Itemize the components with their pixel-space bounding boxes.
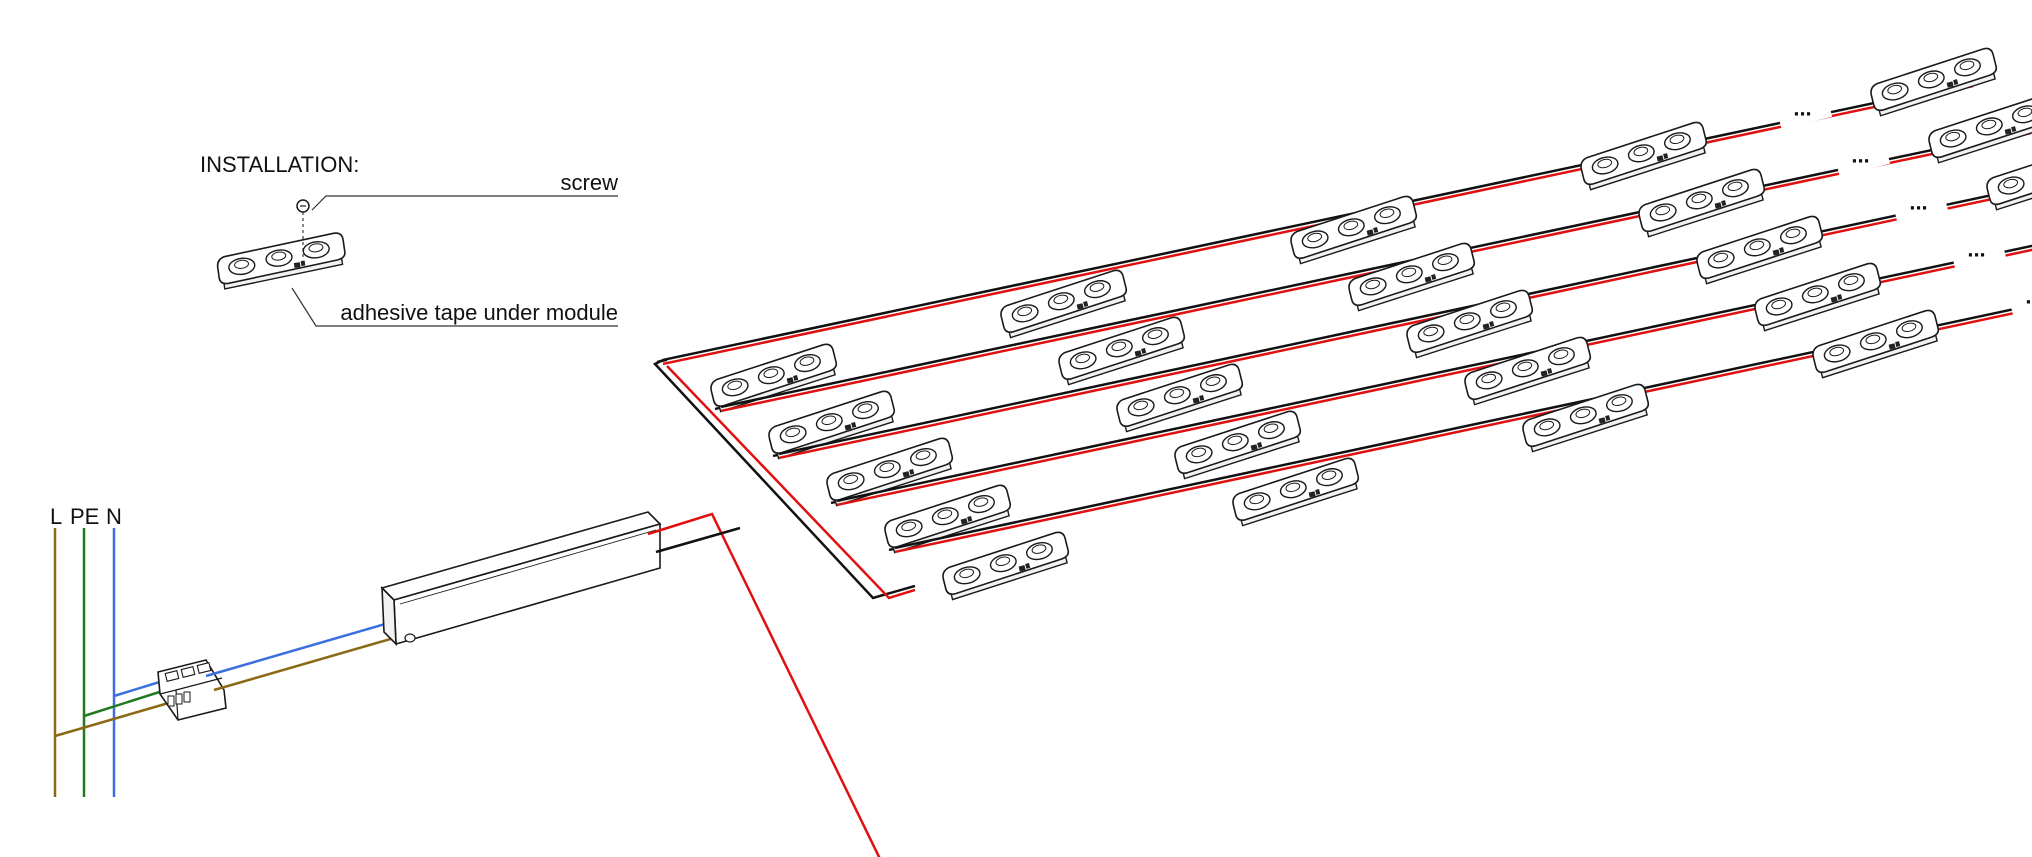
- cable-gap: [1775, 91, 1833, 130]
- tape-leader: adhesive tape under module: [291, 287, 618, 327]
- led-module: [1924, 93, 2032, 165]
- string-negative-wire: [720, 127, 2032, 409]
- adhesive-tape-label: adhesive tape under module: [340, 300, 618, 325]
- led-module: [1402, 288, 1538, 360]
- mains-label-N: N: [106, 504, 122, 529]
- led-module: [822, 435, 958, 508]
- led-string-5: ...: [894, 279, 2032, 602]
- positive-bus: [666, 365, 916, 600]
- psu-output-positive: [647, 512, 881, 857]
- string-negative-wire: [662, 80, 1974, 362]
- wire-L-to-terminal: [54, 700, 173, 738]
- led-string-2: ...: [720, 93, 2032, 461]
- cable-gap: [1891, 185, 1949, 224]
- led-module: [880, 482, 1016, 555]
- wire-N-to-terminal: [113, 678, 167, 698]
- power-supply-icon: [380, 511, 662, 647]
- led-module: [1576, 120, 1712, 192]
- led-module: [938, 529, 1074, 602]
- wire-PE-to-terminal: [83, 686, 173, 718]
- screw-label: screw: [561, 170, 619, 195]
- installation-heading: INSTALLATION:: [200, 152, 359, 177]
- led-module: [1518, 382, 1654, 454]
- continuation-ellipsis: ...: [1909, 189, 1927, 214]
- inset-led-module: [214, 231, 349, 291]
- cable-gap: [1833, 138, 1891, 177]
- cable-gap: [2007, 279, 2032, 318]
- wire-N-to-psu: [205, 620, 393, 678]
- led-module: [1750, 261, 1886, 333]
- mains-label-PE: PE: [70, 504, 99, 529]
- led-module: [1866, 46, 2002, 118]
- led-strings: ...............: [662, 46, 2032, 602]
- led-string-4: ...: [836, 232, 2032, 555]
- led-string-1: ...: [662, 46, 2002, 414]
- continuation-ellipsis: ...: [1793, 95, 1811, 120]
- led-string-3: ...: [778, 140, 2032, 508]
- wire-L-to-psu: [213, 636, 395, 692]
- continuation-ellipsis: ...: [1851, 142, 1869, 167]
- led-module: [1982, 140, 2032, 212]
- screw-leader: screw: [311, 170, 619, 211]
- led-module: [1286, 194, 1422, 266]
- mains-label-L: L: [50, 504, 62, 529]
- led-module: [1808, 308, 1944, 380]
- cable-gap: [1949, 232, 2007, 271]
- led-module: [1344, 241, 1480, 313]
- led-module: [764, 388, 900, 461]
- continuation-ellipsis: ...: [1967, 236, 1985, 261]
- mains-feed: L PE N: [50, 504, 395, 797]
- continuation-ellipsis: ...: [2025, 283, 2032, 308]
- installation-inset: INSTALLATION: screw adhesive tape under …: [200, 152, 619, 327]
- psu-output-negative: [655, 526, 741, 554]
- led-module: [1634, 167, 1770, 239]
- led-module: [1460, 335, 1596, 407]
- led-module: [706, 341, 842, 414]
- led-module: [1692, 214, 1828, 286]
- screw-icon: [296, 199, 310, 258]
